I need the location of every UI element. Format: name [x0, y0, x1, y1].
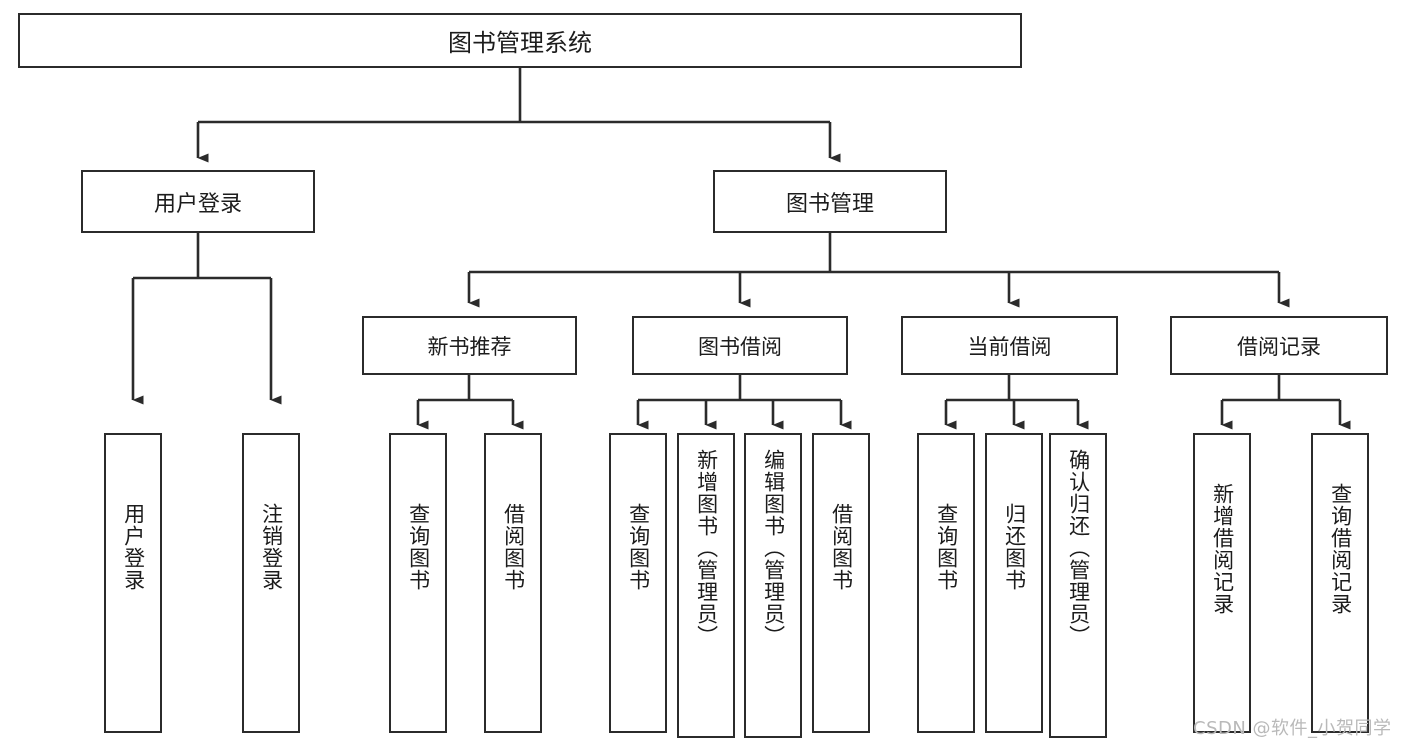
- leaf-current-query-book[interactable]: 查询图书: [917, 433, 975, 733]
- leaf-label: 用户登录: [121, 503, 146, 591]
- node-label: 图书管理: [785, 191, 874, 217]
- leaf-record-add-record[interactable]: 新增借阅记录: [1193, 433, 1251, 733]
- leaf-recommend-query-book[interactable]: 查询图书: [389, 433, 447, 733]
- node-label: 图书管理系统: [448, 29, 592, 57]
- leaf-label: 注销登录: [259, 503, 284, 591]
- leaf-borrow-query-book[interactable]: 查询图书: [609, 433, 667, 733]
- leaf-borrow-add-book-admin[interactable]: 新增图书（管理员）: [677, 433, 735, 738]
- leaf-recommend-borrow-book[interactable]: 借阅图书: [484, 433, 542, 733]
- leaf-label: 查询图书: [406, 503, 431, 591]
- leaf-borrow-edit-book-admin[interactable]: 编辑图书（管理员）: [744, 433, 802, 738]
- leaf-label: 新增图书（管理员）: [694, 449, 719, 647]
- leaf-current-return-book[interactable]: 归还图书: [985, 433, 1043, 733]
- leaf-label: 借阅图书: [829, 503, 854, 591]
- leaf-label: 查询图书: [934, 503, 959, 591]
- leaf-user-login-signin[interactable]: 用户登录: [104, 433, 162, 733]
- node-book-borrow[interactable]: 图书借阅: [632, 316, 848, 375]
- leaf-current-confirm-return-admin[interactable]: 确认归还（管理员）: [1049, 433, 1107, 738]
- node-label: 借阅记录: [1237, 334, 1321, 359]
- leaf-borrow-borrow-book[interactable]: 借阅图书: [812, 433, 870, 733]
- csdn-watermark: CSDN @软件_小贺同学: [1193, 718, 1392, 739]
- node-user-login[interactable]: 用户登录: [81, 170, 315, 233]
- leaf-label: 归还图书: [1002, 503, 1027, 591]
- node-book-management[interactable]: 图书管理: [713, 170, 947, 233]
- leaf-label: 借阅图书: [501, 503, 526, 591]
- leaf-label: 编辑图书（管理员）: [761, 449, 786, 647]
- leaf-label: 查询借阅记录: [1328, 483, 1353, 615]
- node-label: 用户登录: [153, 191, 242, 217]
- node-label: 图书借阅: [698, 334, 782, 359]
- leaf-user-login-logout[interactable]: 注销登录: [242, 433, 300, 733]
- leaf-label: 确认归还（管理员）: [1066, 449, 1091, 647]
- leaf-record-query-record[interactable]: 查询借阅记录: [1311, 433, 1369, 733]
- node-label: 当前借阅: [967, 334, 1052, 359]
- node-root-system[interactable]: 图书管理系统: [18, 13, 1022, 68]
- node-current-borrow[interactable]: 当前借阅: [901, 316, 1118, 375]
- node-label: 新书推荐: [427, 334, 512, 359]
- node-new-book-recommend[interactable]: 新书推荐: [362, 316, 577, 375]
- node-borrow-record[interactable]: 借阅记录: [1170, 316, 1388, 375]
- leaf-label: 查询图书: [626, 503, 651, 591]
- leaf-label: 新增借阅记录: [1210, 483, 1235, 615]
